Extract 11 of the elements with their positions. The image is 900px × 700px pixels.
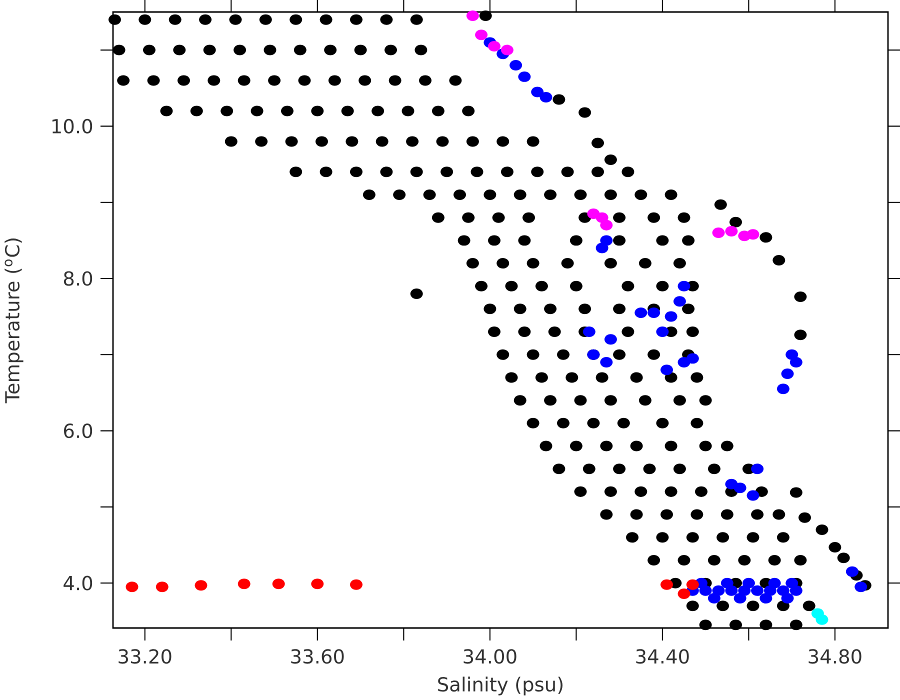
tick-label: 4.0 [64,576,92,590]
tick-label: 34.00 [464,649,516,664]
tick-label: 34.40 [636,649,689,664]
tick-label: 33.60 [291,649,344,664]
tick-label: 34.80 [808,649,862,664]
axis-title: Salinity (psu) [438,676,562,696]
tick-label: 33.20 [118,649,172,664]
tick-label: 8.0 [64,271,92,286]
axis-title: Temperature ($^{o}$C) [4,238,24,404]
tick-label: 6.0 [64,424,92,438]
tick-label: 10.0 [52,118,92,134]
